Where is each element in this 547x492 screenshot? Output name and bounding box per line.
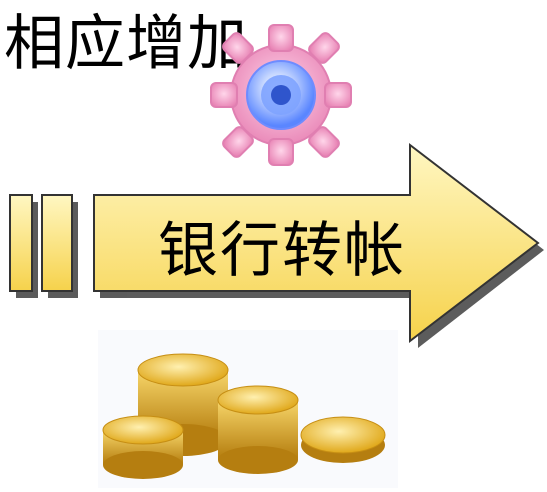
arrow-right-icon (9, 142, 544, 348)
coin-stack-icon (98, 330, 398, 488)
heading-text: 相应增加 (4, 9, 248, 79)
gear-icon (210, 24, 352, 166)
banner-label: 银行转帐 (158, 216, 406, 286)
